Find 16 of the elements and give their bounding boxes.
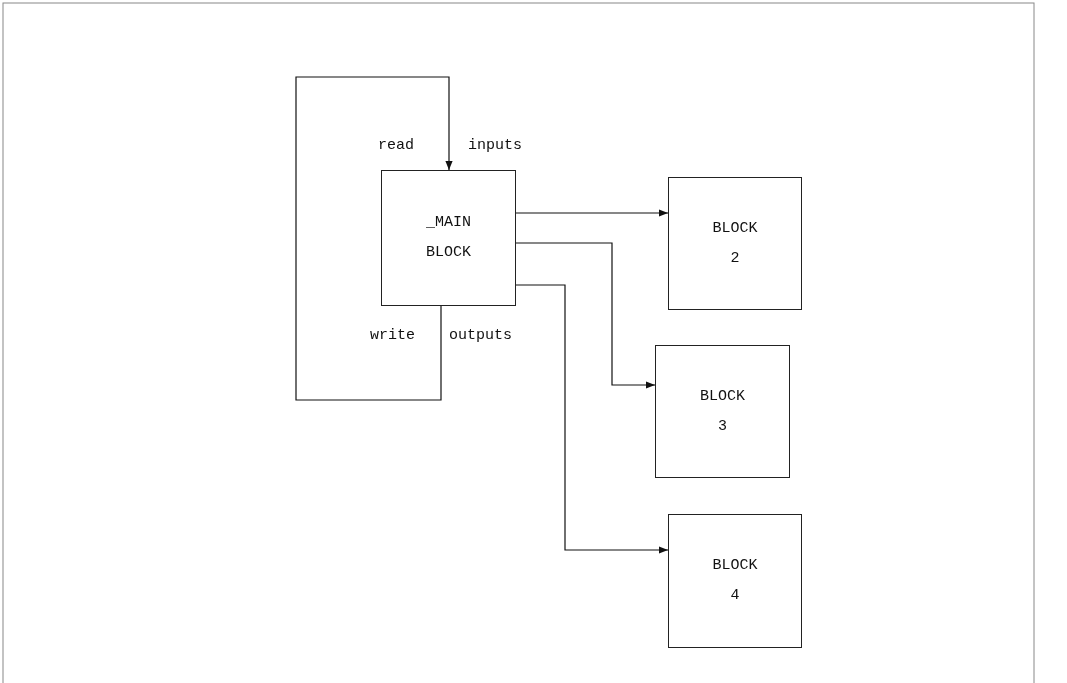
process-box xyxy=(668,514,802,648)
process-box xyxy=(668,177,802,310)
process-box xyxy=(655,345,790,478)
block-label: BLOCK 3 xyxy=(699,386,746,437)
signal-label: read xyxy=(378,137,414,154)
arrow xyxy=(515,242,656,389)
process-box xyxy=(381,170,516,306)
signal-label: write xyxy=(370,327,415,344)
arrow xyxy=(515,209,669,217)
signal-label: outputs xyxy=(449,327,512,344)
block-label: _MAIN BLOCK xyxy=(425,213,472,263)
signal-label: inputs xyxy=(468,137,522,154)
arrow xyxy=(515,284,669,554)
block-label: BLOCK 4 xyxy=(711,556,759,606)
block-label: BLOCK 2 xyxy=(711,218,759,269)
arrow xyxy=(295,76,453,401)
